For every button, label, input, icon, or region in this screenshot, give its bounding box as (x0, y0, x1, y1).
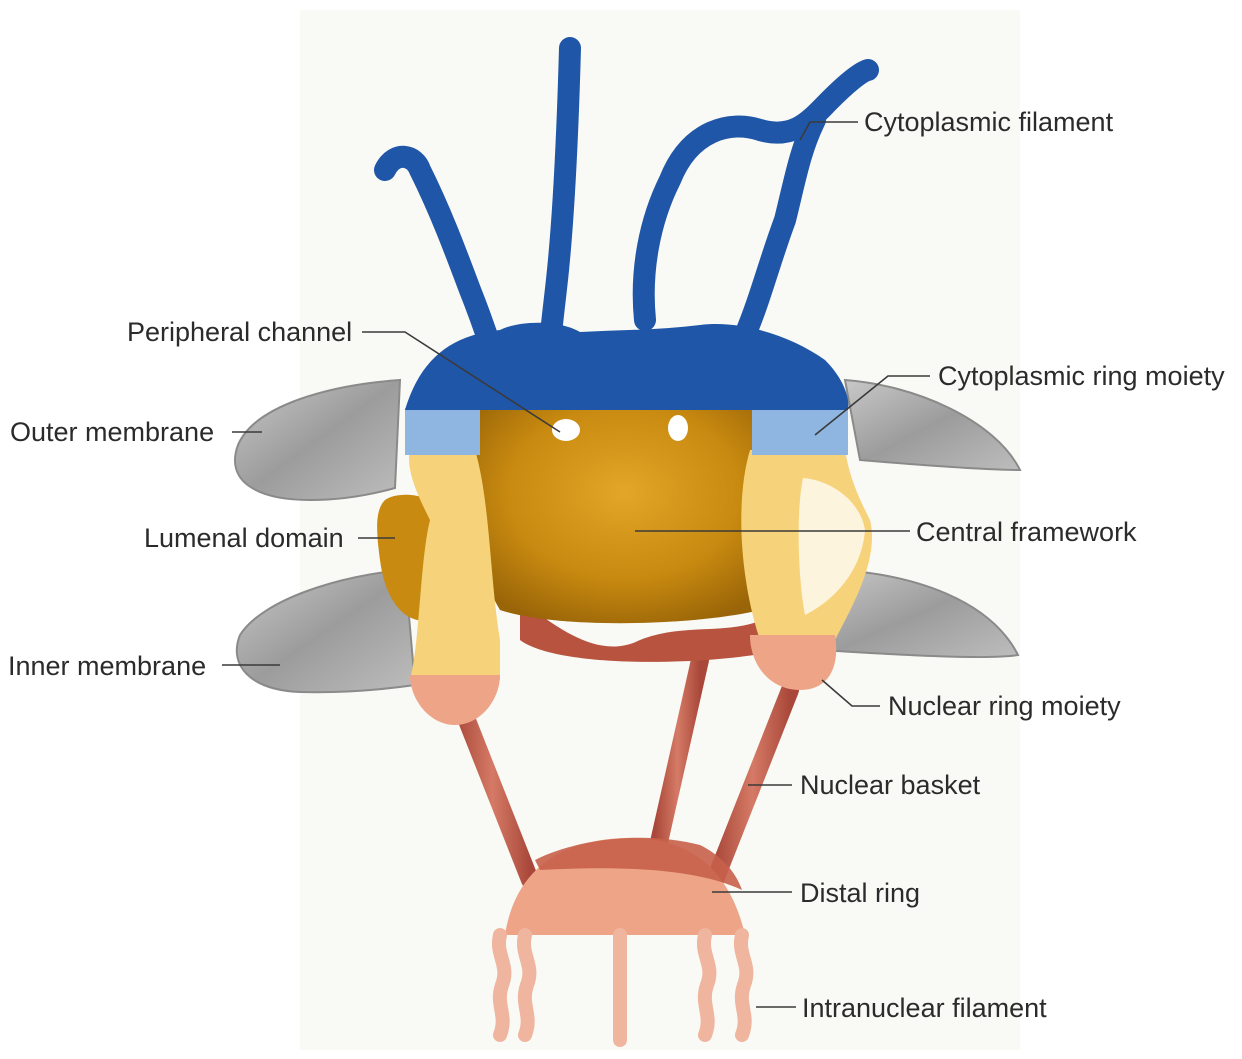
label-cytoplasmic-ring-moiety: Cytoplasmic ring moiety (938, 361, 1225, 391)
label-cytoplasmic-filament: Cytoplasmic filament (864, 107, 1114, 137)
label-nuclear-ring-moiety: Nuclear ring moiety (888, 691, 1121, 721)
label-outer-membrane: Outer membrane (10, 417, 214, 447)
right-light-blue (752, 408, 848, 455)
label-lumenal-domain: Lumenal domain (144, 523, 344, 553)
left-light-blue (405, 408, 480, 455)
label-inner-membrane: Inner membrane (8, 651, 206, 681)
label-central-framework: Central framework (916, 517, 1137, 547)
central-framework-shape (464, 385, 784, 623)
label-peripheral-channel: Peripheral channel (127, 317, 352, 347)
label-nuclear-basket: Nuclear basket (800, 770, 981, 800)
label-intranuclear-filament: Intranuclear filament (802, 993, 1047, 1023)
peripheral-channel-hole-2 (668, 415, 688, 441)
label-distal-ring: Distal ring (800, 878, 920, 908)
